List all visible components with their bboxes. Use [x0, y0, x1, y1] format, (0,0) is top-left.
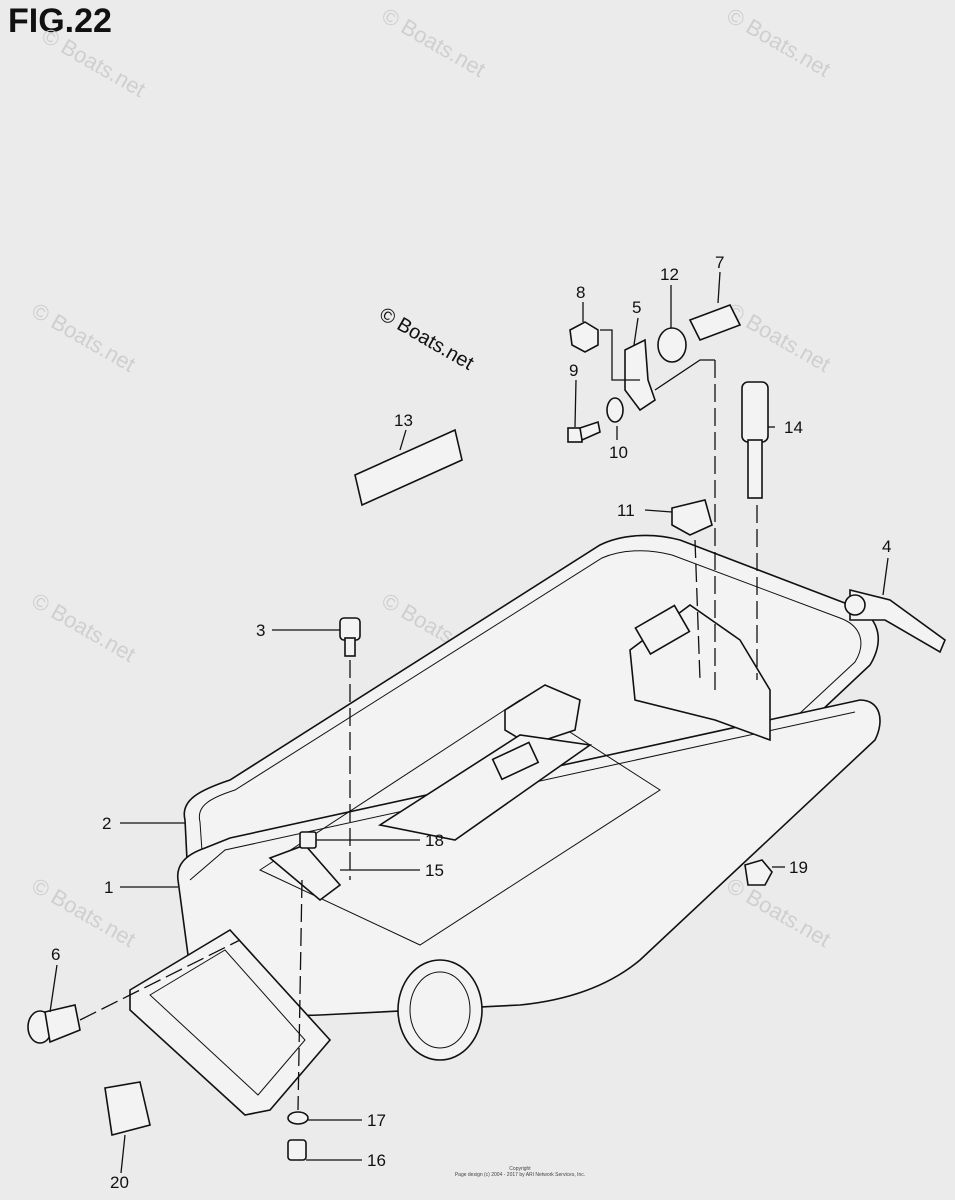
callout-16: 16 — [367, 1151, 386, 1170]
footer-copyright: Copyright Page design (c) 2004 - 2017 by… — [420, 1166, 620, 1178]
leader-lines — [49, 271, 889, 1174]
callout-19: 19 — [789, 858, 808, 877]
callout-2: 2 — [102, 814, 111, 833]
watermark: © Boats.net — [38, 23, 150, 102]
callout-4: 4 — [882, 537, 891, 556]
watermark: © Boats.net — [723, 873, 835, 952]
copyright-mark: © Boats.net — [376, 303, 478, 375]
lower-cover-assembly — [129, 534, 881, 1116]
callout-17: 17 — [367, 1111, 386, 1130]
watermark: © Boats.net — [723, 298, 835, 377]
callout-7: 7 — [715, 253, 724, 272]
figure-title: FIG.22 — [8, 2, 112, 40]
callout-5: 5 — [632, 298, 641, 317]
callout-8: 8 — [576, 283, 585, 302]
callout-11: 11 — [617, 501, 635, 520]
callout-15: 15 — [425, 861, 444, 880]
callout-3: 3 — [256, 621, 265, 640]
watermark: © Boats.net — [378, 3, 490, 82]
callout-18: 18 — [425, 831, 444, 850]
callout-12: 12 — [660, 265, 679, 284]
callout-6: 6 — [51, 945, 60, 964]
footer-line-2: Page design (c) 2004 - 2017 by ARI Netwo… — [454, 1172, 586, 1178]
footer-line-1: Copyright — [509, 1166, 531, 1172]
watermark: © Boats.net — [28, 298, 140, 377]
watermark: © Boats.net — [723, 3, 835, 82]
callout-9: 9 — [569, 361, 578, 380]
callout-14: 14 — [784, 418, 803, 437]
small-parts — [27, 303, 946, 1161]
watermark: © Boats.net — [28, 873, 140, 952]
callout-13: 13 — [394, 411, 413, 430]
callout-20: 20 — [110, 1173, 129, 1192]
callout-10: 10 — [609, 443, 628, 462]
callout-1: 1 — [104, 878, 113, 897]
callout-labels: 1 2 3 4 5 6 7 8 9 10 11 12 13 14 15 16 1… — [51, 253, 891, 1192]
watermark: © Boats.net — [28, 588, 140, 667]
